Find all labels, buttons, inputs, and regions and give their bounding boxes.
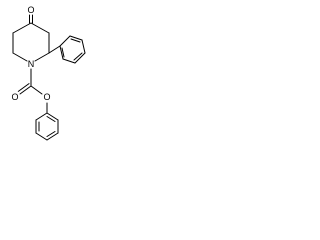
phenyl-top-inner-2 [73,52,83,61]
phenyl-ring-top [59,35,86,64]
phenyl-top-inner-3 [61,47,65,58]
structure-diagram: O N O O [11,5,86,141]
bond-carbonyl-ester-o [30,85,43,95]
phenyl-ring-bottom [35,112,59,141]
bond-c4-c3 [30,22,50,34]
carbamate-carbonyl: O [11,83,32,102]
carbonyl-oxygen-label: O [11,92,18,102]
phenyl-top-bond-3 [81,39,86,54]
bond-c2-n1 [34,52,50,62]
bond-carbonyl-o-double-a [19,85,32,95]
piperidinone-ring [12,22,50,62]
ketone-group: O [27,5,35,24]
phenyl-bottom-bond-3 [46,132,59,141]
bond-c2-phenyl [48,45,61,54]
ring-nitrogen-label: N [28,59,35,69]
phenyl-top-bond-1 [59,35,71,47]
phenyl-top-bond-2 [69,35,83,41]
bond-carbonyl-o-double-b [17,83,30,92]
phenyl-bottom-bond-4 [35,132,48,141]
phenyl-top-inner-1 [70,38,81,43]
phenyl-bottom-bond-1 [46,112,59,121]
ketone-oxygen-label: O [27,5,34,15]
bond-c5-c4 [12,22,32,34]
phenyl-top-bond-4 [74,52,86,64]
phenyl-bottom-inner-2 [46,131,56,137]
ester-oxygen-label: O [43,92,50,102]
phenyl-bottom-inner-1 [46,116,56,122]
phenyl-bottom-bond-6 [35,112,48,121]
phenyl-top-bond-6 [59,45,64,60]
bond-n1-c6 [12,52,28,62]
phenyl-top-bond-5 [62,58,76,64]
